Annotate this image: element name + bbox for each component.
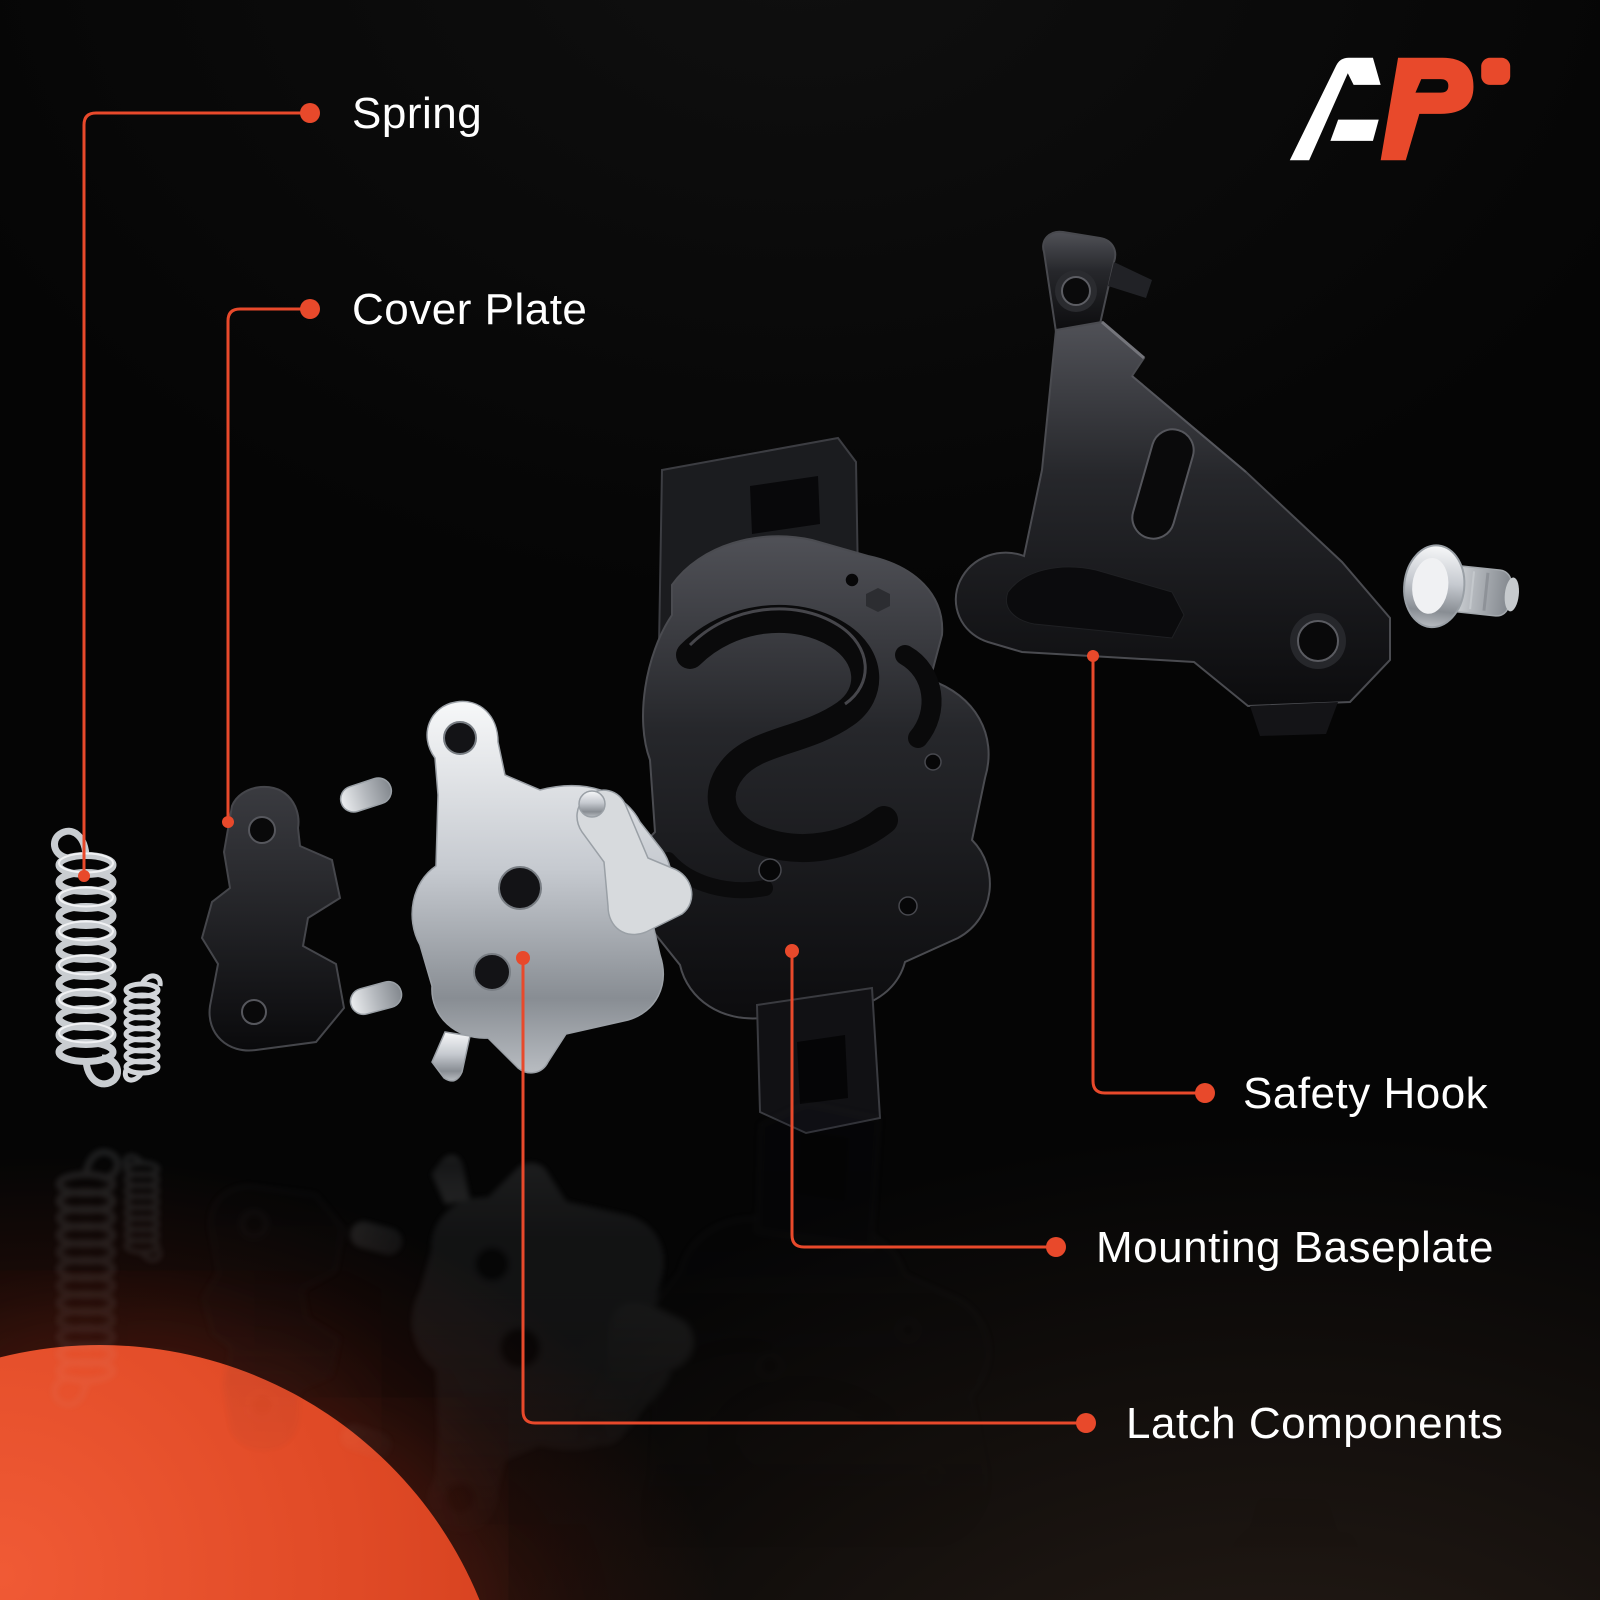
callout-line-latch-components bbox=[521, 962, 1086, 1425]
callout-dot-latch-components bbox=[1076, 1413, 1096, 1433]
callout-endpoint-cover-plate bbox=[222, 816, 234, 828]
cover-plate-part bbox=[200, 786, 346, 1052]
callout-dot-safety-hook bbox=[1195, 1083, 1215, 1103]
logo-letter-p bbox=[1380, 57, 1474, 161]
mounting-pins bbox=[339, 777, 403, 1016]
mounting-baseplate-part bbox=[634, 535, 991, 1135]
shoulder-bolt bbox=[1403, 544, 1520, 629]
callout-dot-spring bbox=[300, 103, 320, 123]
callout-dot-cover-plate bbox=[300, 299, 320, 319]
callout-label-spring: Spring bbox=[352, 89, 483, 138]
callout-dot-mounting-baseplate bbox=[1046, 1237, 1066, 1257]
safety-hook-part bbox=[954, 230, 1391, 736]
logo-accent-dot bbox=[1481, 57, 1511, 85]
coil-spring-large bbox=[50, 827, 121, 1088]
callout-label-safety-hook: Safety Hook bbox=[1243, 1069, 1489, 1118]
callout-line-mounting-baseplate bbox=[790, 955, 1056, 1249]
callout-label-mounting-baseplate: Mounting Baseplate bbox=[1096, 1223, 1494, 1272]
callout-line-safety-hook bbox=[1091, 660, 1205, 1095]
logo-letter-a-bar bbox=[1330, 119, 1379, 141]
callout-line-cover-plate bbox=[226, 307, 310, 818]
floor-reflection bbox=[54, 1103, 1523, 1600]
coil-spring-small bbox=[122, 973, 163, 1083]
brand-logo bbox=[1289, 57, 1511, 161]
callout-endpoint-latch-components bbox=[516, 951, 530, 965]
callout-endpoint-mounting-baseplate bbox=[785, 944, 799, 958]
callout-endpoint-safety-hook bbox=[1087, 650, 1099, 662]
latch-lever bbox=[576, 789, 693, 936]
callout-label-latch-components: Latch Components bbox=[1126, 1399, 1504, 1448]
callout-endpoint-spring bbox=[78, 870, 90, 882]
callout-line-spring bbox=[82, 111, 310, 872]
callout-label-cover-plate: Cover Plate bbox=[352, 285, 588, 334]
logo-letter-a bbox=[1289, 57, 1381, 161]
